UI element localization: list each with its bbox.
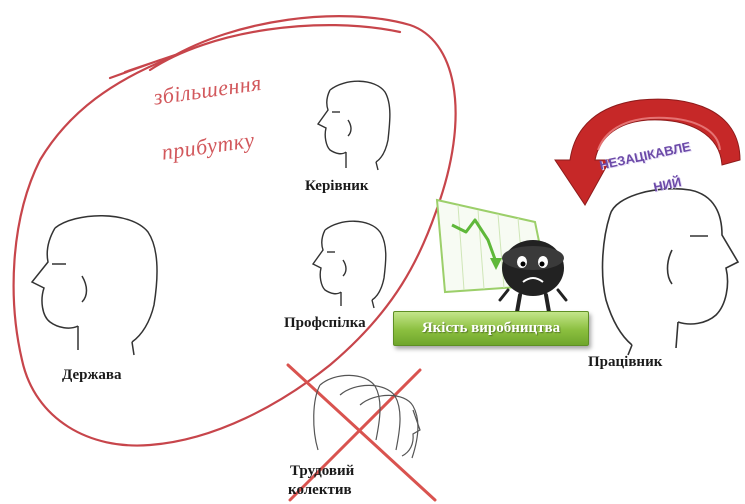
label-trudovyi-2: колектив [288,482,352,499]
head-profspilka [313,221,386,308]
label-profspilka: Профспілка [284,315,366,332]
label-trudovyi-1: Трудовий [290,463,354,480]
head-pratsivnyk [603,189,738,355]
head-derzhava [32,216,157,355]
head-kerivnyk [318,81,390,170]
quality-label-box: Якість виробництва [393,311,589,346]
sad-ball-character [500,240,566,312]
label-pratsivnyk: Працівник [588,354,662,371]
label-derzhava: Держава [62,367,121,384]
label-kerivnyk: Керівник [305,178,369,195]
